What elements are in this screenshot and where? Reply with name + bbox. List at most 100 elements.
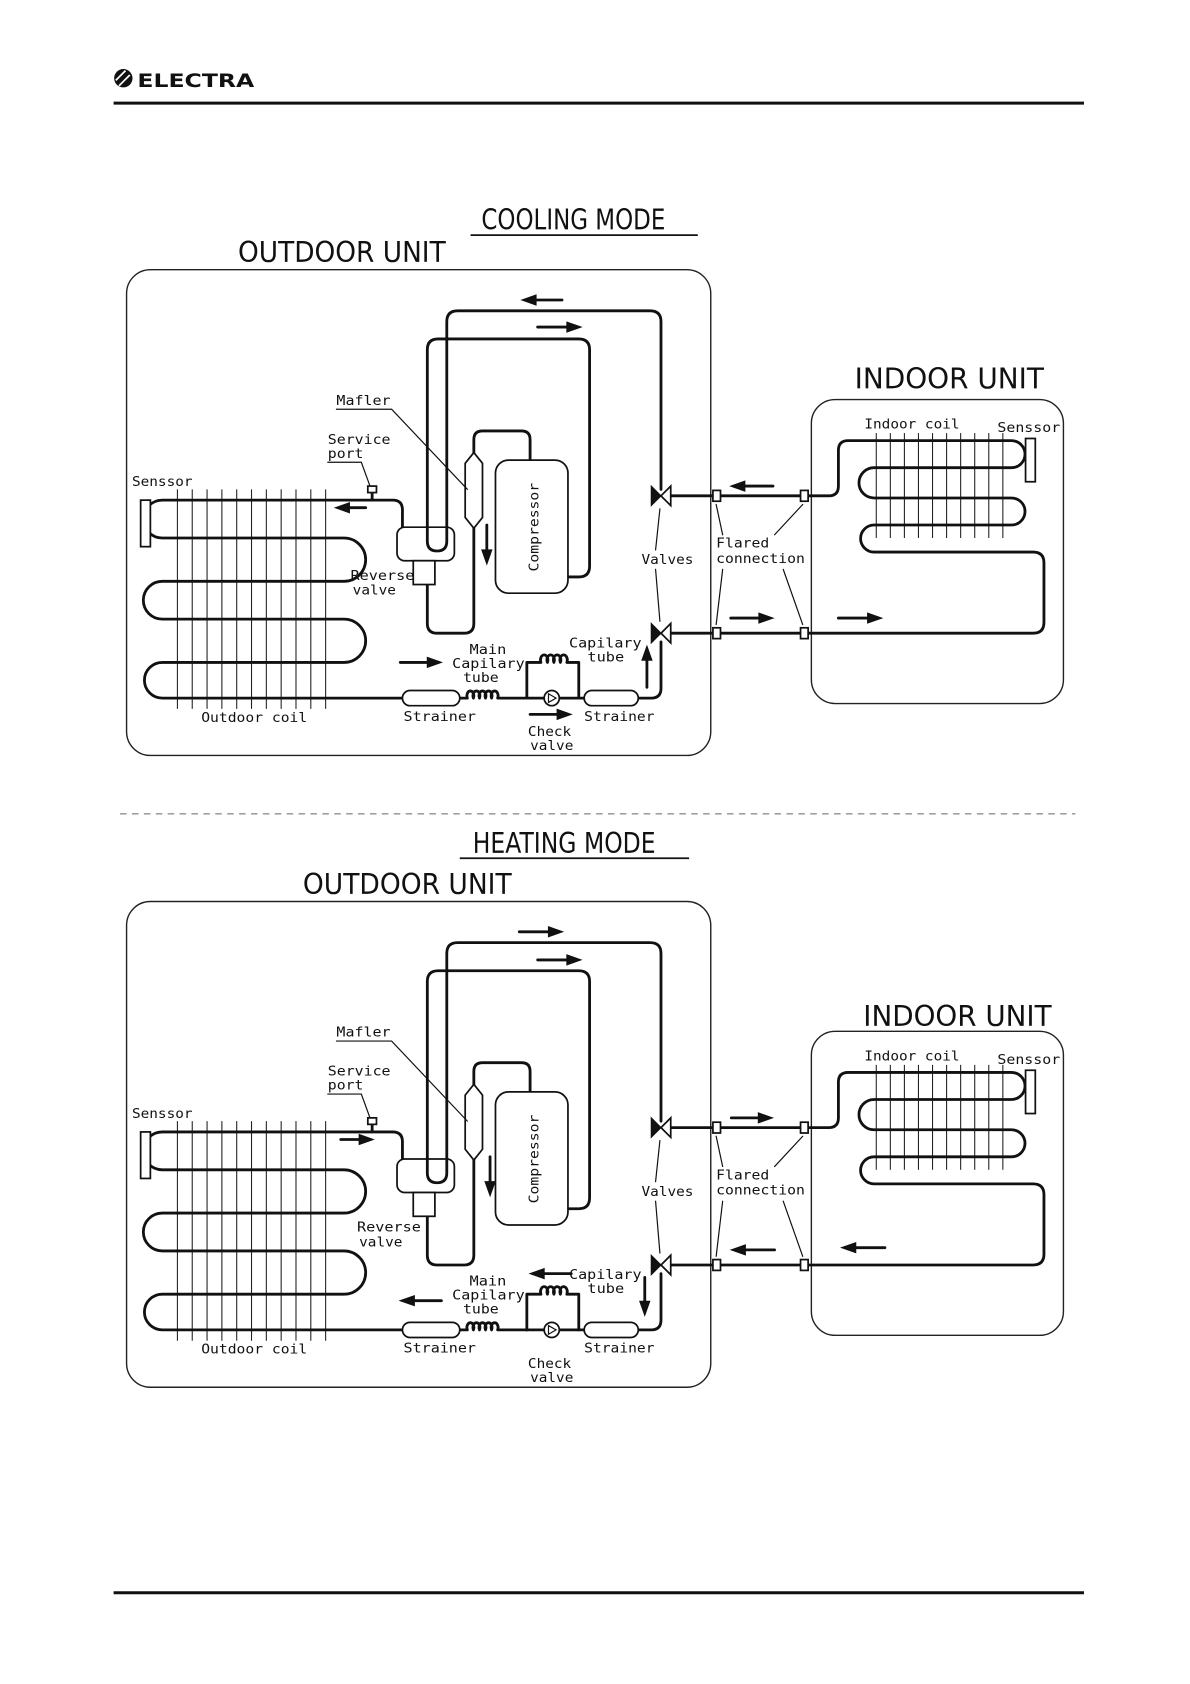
cooling-flow-arrow-8-icon <box>398 656 444 669</box>
cooling-gas-valve <box>650 483 672 508</box>
cooling-label-check-valve: valve <box>530 738 573 754</box>
cooling-compressor <box>494 459 569 595</box>
heating-flow-arrow-8-icon <box>398 1294 443 1307</box>
logo-emblem-stripe <box>115 70 127 82</box>
heating-muffler <box>464 1082 484 1162</box>
valve-body <box>659 1253 672 1277</box>
heating-flow-arrow-1-head <box>547 926 565 938</box>
heating-label-capilary-tube: tube <box>587 1281 624 1297</box>
cooling-indoor-coil <box>806 439 1046 635</box>
heating-leader-flared-connection <box>715 1135 804 1257</box>
electra-logo: ELECTRA <box>114 69 255 92</box>
heating-flow-arrow-2-head <box>566 954 583 966</box>
heating-flow-arrow-5-head <box>757 1112 775 1124</box>
cooling-leader-valves <box>654 508 661 622</box>
heating-flow-arrow-1-icon <box>517 926 565 938</box>
heating-outdoor-unit-box <box>125 900 712 1388</box>
cooling-indoor-unit-box <box>810 398 1065 705</box>
heating-label-mafler: Mafler <box>336 1025 390 1041</box>
heating-indoor-unit-box <box>810 1030 1065 1337</box>
cooling-flow-arrow-8-head <box>426 656 444 669</box>
cooling-indoor-coil-fins <box>875 433 1004 539</box>
heating-service-port <box>366 1116 378 1126</box>
heating-flow-arrow-6-icon <box>729 1244 776 1256</box>
heating-label-connection: connection <box>716 1183 805 1199</box>
cooling-label-connection: connection <box>716 551 805 567</box>
cooling-capillary-tube <box>525 653 581 700</box>
heating-gas-valve <box>650 1115 672 1140</box>
heating-label-reverse: Reverse <box>357 1219 421 1235</box>
cooling-outdoor-coil-fins <box>176 489 327 709</box>
cooling-indoor-sensor <box>1024 437 1037 483</box>
heating-flow-arrow-8-head <box>398 1294 415 1307</box>
cooling-label-valves: Valves <box>642 552 694 568</box>
heating-label-check: Check <box>528 1356 571 1372</box>
heating-label-valves: Valves <box>642 1184 694 1200</box>
cooling-flow-arrow-6-head <box>758 612 775 624</box>
heating-label-port: port <box>328 1078 364 1094</box>
cooling-main-capillary-tube <box>458 689 529 700</box>
heating-flow-arrow-2-icon <box>536 954 583 966</box>
heating-strainer-left <box>401 1321 461 1339</box>
heating-indoor-coil-fins <box>875 1064 1004 1170</box>
cooling-outdoor-coil <box>142 498 404 700</box>
cooling-flow-arrow-6-icon <box>729 612 775 624</box>
cooling-leader-service-port <box>327 461 371 487</box>
cooling-flow-arrow-9-head <box>556 708 573 721</box>
heating-outdoor-unit-title: OUTDOOR UNIT <box>303 868 513 901</box>
valve-body <box>659 483 672 508</box>
heating-indoor-unit-title: INDOOR UNIT <box>863 1000 1052 1033</box>
heating-label-service: Service <box>328 1064 391 1080</box>
cooling-label-indoor-sensor: Senssor <box>997 420 1060 436</box>
valve-body <box>650 622 662 645</box>
cooling-flow-arrow-1-head <box>520 294 537 306</box>
heating-flow-arrow-3-icon <box>339 1133 375 1146</box>
heating-label-compressor: Compressor <box>527 1115 543 1204</box>
cooling-flared-connection <box>712 626 722 640</box>
heating-label-main-capilary: Capilary <box>452 1288 524 1304</box>
cooling-label-port: port <box>328 446 364 462</box>
cooling-pipe-muffler-to-compressor <box>472 429 532 462</box>
cooling-flow-arrow-9-icon <box>528 708 573 721</box>
cooling-pipe-compressor-discharge <box>425 337 591 579</box>
logo-emblem-stripe <box>118 74 131 87</box>
heating-reverse-valve-coil <box>412 1191 436 1218</box>
cooling-flow-arrow-10-head <box>641 644 653 661</box>
heating-label-main: Main <box>470 1274 507 1290</box>
cooling-flow-arrow-7-icon <box>837 612 884 624</box>
cooling-outdoor-sensor <box>139 499 152 548</box>
valve-body <box>650 1116 662 1139</box>
cooling-pipe-to-muffler <box>425 524 476 635</box>
cooling-label-indoor-coil: Indoor coil <box>864 417 959 433</box>
cooling-flow-arrow-5-head <box>729 480 746 492</box>
cooling-label-reverse: Reverse <box>351 568 415 584</box>
cooling-flow-arrow-4-icon <box>481 523 493 566</box>
heating-label-check-valve: valve <box>530 1370 573 1386</box>
cooling-label-mafler: Mafler <box>336 393 390 409</box>
valve-body <box>650 1253 662 1277</box>
logo-emblem-icon <box>114 69 133 88</box>
cooling-flow-arrow-4-head <box>481 549 493 566</box>
cooling-label-strainer-left: Strainer <box>404 709 476 725</box>
cooling-flow-arrow-1-icon <box>520 294 564 306</box>
heating-compressor <box>494 1091 569 1226</box>
cooling-label-flared: Flared <box>716 536 769 552</box>
heating-mode-title: HEATING MODE <box>473 827 656 860</box>
heating-pipe-compressor-discharge <box>425 969 591 1211</box>
logo-text: ELECTRA <box>137 71 255 92</box>
cooling-outdoor-unit-box <box>125 269 712 757</box>
heating-flared-connection <box>712 1258 722 1272</box>
heating-leader-valves <box>654 1139 661 1254</box>
cooling-reverse-valve-coil <box>412 559 436 586</box>
cooling-label-main: Main <box>470 642 507 658</box>
heating-flared-connection <box>712 1121 722 1134</box>
cooling-flow-arrow-7-head <box>867 612 884 624</box>
cooling-flow-arrow-3-head <box>333 501 350 514</box>
cooling-flared-connection <box>712 489 722 503</box>
valve-body <box>659 621 672 646</box>
cooling-label-main-capilary: Capilary <box>452 656 524 672</box>
cooling-flow-arrow-3-icon <box>333 501 368 514</box>
heating-flow-arrow-7-head <box>840 1241 857 1254</box>
heating-indoor-coil <box>806 1071 1046 1267</box>
cooling-pipe-to-liquid-valve <box>636 640 663 700</box>
